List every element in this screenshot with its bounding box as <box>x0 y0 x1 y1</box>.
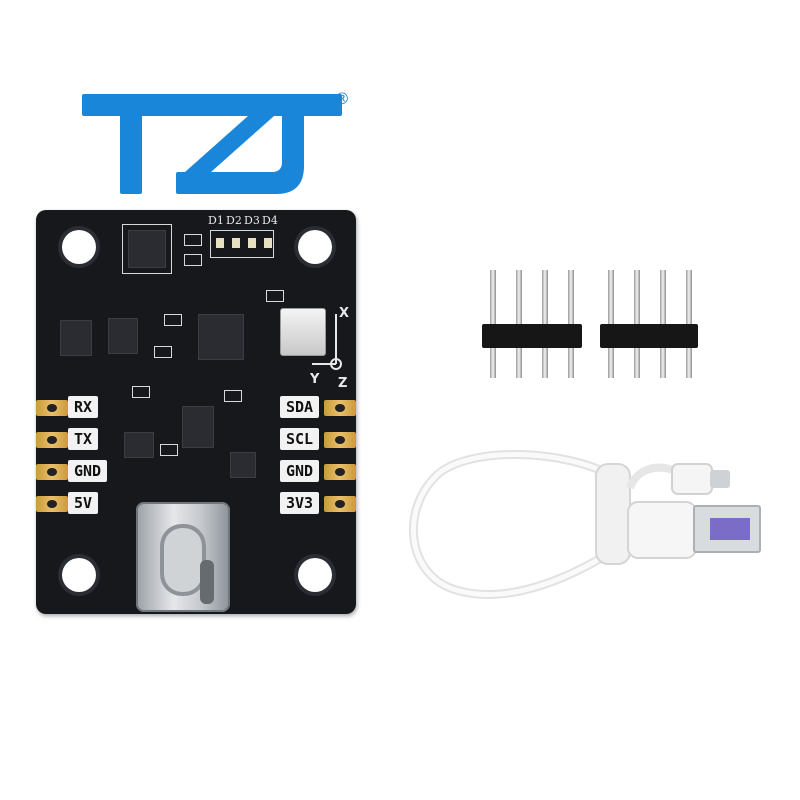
silkscreen-outline <box>122 224 172 274</box>
soic-chip <box>182 406 214 448</box>
mounting-hole <box>62 230 96 264</box>
passive <box>224 390 242 402</box>
imu-sensor <box>280 308 326 356</box>
led-label-d2: D2 <box>226 214 242 227</box>
qfn-chip <box>60 320 92 356</box>
led-label-d1: D1 <box>208 214 224 227</box>
pin-pad <box>36 432 68 448</box>
registered-mark: ® <box>334 89 350 108</box>
usb-c-tongue <box>200 560 214 604</box>
transistor-chip <box>230 452 256 478</box>
led <box>232 238 240 248</box>
mounting-hole <box>298 558 332 592</box>
pin-label-gnd-right: GND <box>280 460 320 482</box>
pin-pad <box>36 496 68 512</box>
axis-indicator <box>312 314 342 370</box>
pin-header-left <box>482 270 582 378</box>
mcu-chip <box>198 314 244 360</box>
led <box>248 238 256 248</box>
pin-label-gnd: GND <box>68 460 108 482</box>
passive <box>154 346 172 358</box>
led-label-d4: D4 <box>262 214 278 227</box>
regulator-chip <box>124 432 154 458</box>
led <box>264 238 272 248</box>
pin-pad <box>36 400 68 416</box>
pin-label-sda: SDA <box>280 396 320 418</box>
qfn-chip <box>128 230 166 268</box>
pin-pad <box>324 400 356 416</box>
passive <box>164 314 182 326</box>
axis-z-label: Z <box>338 376 348 391</box>
mounting-hole <box>62 558 96 592</box>
pin-label-rx: RX <box>68 396 99 418</box>
pin-label-3v3: 3V3 <box>280 492 320 514</box>
passive <box>160 444 178 456</box>
usb-cable <box>409 450 761 599</box>
pin-label-tx: TX <box>68 428 99 450</box>
passive <box>132 386 150 398</box>
mounting-hole <box>298 230 332 264</box>
tzt-logo: ® <box>82 89 350 194</box>
usb-c-port <box>136 502 230 612</box>
pin-pad <box>36 464 68 480</box>
pin-label-scl: SCL <box>280 428 320 450</box>
ic-chip <box>108 318 138 354</box>
axis-x-label: X <box>339 306 350 321</box>
pin-pad <box>324 432 356 448</box>
led-label-d3: D3 <box>244 214 260 227</box>
pin-header-right <box>600 270 698 378</box>
led <box>216 238 224 248</box>
passive <box>184 234 202 246</box>
usb-c-slot <box>160 524 214 604</box>
led-block <box>210 230 274 258</box>
pin-label-5v: 5V <box>68 492 99 514</box>
pin-pad <box>324 496 356 512</box>
sensor-board: D1 D2 D3 D4 X Y Z RX TX GND 5V SDA SCL G… <box>36 210 356 614</box>
axis-y-label: Y <box>310 372 320 387</box>
pin-pad <box>324 464 356 480</box>
passive <box>266 290 284 302</box>
passive <box>184 254 202 266</box>
pin-headers <box>482 270 698 378</box>
